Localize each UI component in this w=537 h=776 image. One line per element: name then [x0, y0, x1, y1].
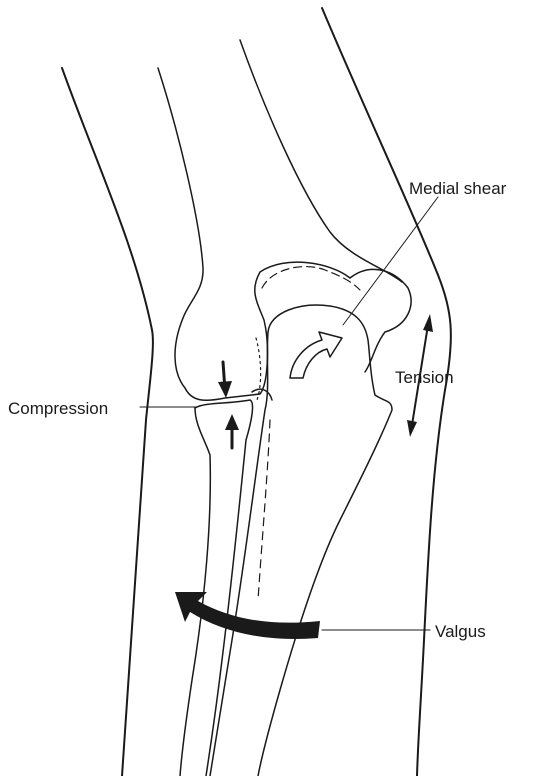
humerus-inner-line: [240, 40, 402, 282]
arm-outline-right: [322, 8, 451, 776]
compression-arrowhead-down: [218, 381, 232, 398]
capitellum-dashed: [262, 267, 360, 290]
tension-arrowhead-up: [423, 314, 433, 332]
humerus-outline: [158, 68, 411, 400]
valgus-arrow: [175, 592, 320, 639]
valgus-label: Valgus: [435, 623, 486, 640]
tension-arrowhead-down: [407, 420, 417, 437]
medial-shear-label: Medial shear: [409, 180, 506, 197]
medial-shear-arrow: [290, 332, 342, 378]
joint-dotted: [256, 338, 261, 400]
compression-label: Compression: [8, 400, 108, 417]
tension-label: Tension: [395, 369, 454, 386]
arm-outline-left: [62, 68, 153, 776]
leader-medial-shear: [343, 197, 438, 325]
compression-arrowhead-up: [225, 414, 239, 430]
ulna-outline: [258, 305, 392, 776]
